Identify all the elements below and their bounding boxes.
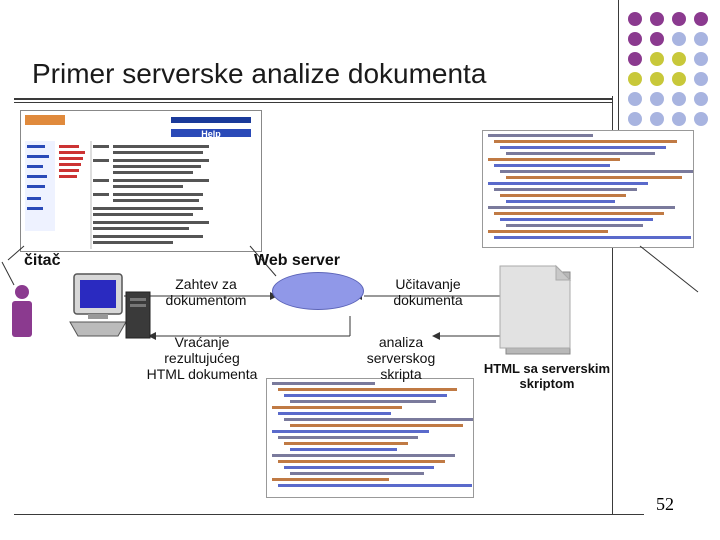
right-border bbox=[612, 96, 613, 514]
decorative-dot bbox=[650, 12, 664, 26]
decorative-dot bbox=[650, 72, 664, 86]
load-label: Učitavanje dokumenta bbox=[393, 276, 463, 309]
code-line bbox=[500, 194, 626, 197]
decorative-dot bbox=[694, 52, 708, 66]
code-line bbox=[272, 454, 456, 457]
code-line bbox=[290, 424, 464, 427]
decorative-dot bbox=[694, 112, 708, 126]
code-line bbox=[506, 200, 616, 203]
html-source-top bbox=[482, 130, 694, 248]
code-line bbox=[278, 484, 472, 487]
decorative-dot bbox=[628, 12, 642, 26]
decorative-dot bbox=[672, 72, 686, 86]
browser-content: Help bbox=[21, 111, 261, 251]
document-icon bbox=[499, 264, 572, 355]
code-line bbox=[278, 436, 419, 439]
code-line bbox=[494, 140, 677, 143]
code-line bbox=[494, 212, 665, 215]
computer-icon bbox=[69, 273, 151, 339]
decorative-dot bbox=[694, 92, 708, 106]
site-logo-icon bbox=[25, 115, 65, 125]
decorative-dot bbox=[672, 92, 686, 106]
code-line bbox=[284, 466, 435, 469]
right-border-top bbox=[618, 0, 619, 130]
code-line bbox=[500, 218, 654, 221]
code-line bbox=[290, 448, 398, 451]
decorative-dot bbox=[650, 52, 664, 66]
decorative-dot bbox=[672, 52, 686, 66]
code-line bbox=[272, 382, 375, 385]
code-line bbox=[488, 134, 593, 137]
decorative-dot bbox=[628, 92, 642, 106]
decorative-dot bbox=[672, 112, 686, 126]
code-line bbox=[284, 442, 408, 445]
code-line bbox=[488, 182, 648, 185]
code-line bbox=[500, 146, 666, 149]
code-line bbox=[494, 236, 692, 239]
code-line bbox=[500, 170, 693, 173]
code-line bbox=[278, 460, 445, 463]
code-line bbox=[506, 224, 643, 227]
code-line bbox=[278, 412, 392, 415]
code-line bbox=[290, 400, 437, 403]
server-label: Web server bbox=[254, 252, 340, 269]
code-line bbox=[506, 152, 656, 155]
page-number: 52 bbox=[656, 494, 674, 514]
html-script-label: HTML sa serverskim skriptom bbox=[483, 361, 611, 391]
svg-text:Help: Help bbox=[201, 129, 221, 139]
response-label: Vraćanje rezultujućeg HTML dokumenta bbox=[146, 334, 258, 383]
callout-line-right bbox=[249, 245, 277, 277]
code-line bbox=[494, 164, 610, 167]
parse-label: analiza serverskog skripta bbox=[366, 334, 436, 383]
code-line bbox=[284, 418, 473, 421]
title-underline-thin bbox=[14, 102, 612, 103]
code-line bbox=[272, 478, 390, 481]
code-line bbox=[272, 430, 429, 433]
decorative-dot-grid bbox=[612, 8, 716, 132]
bottom-line bbox=[14, 514, 644, 515]
response-arrowhead bbox=[148, 332, 156, 340]
html-source-bottom bbox=[266, 378, 474, 498]
parse-arrowhead bbox=[432, 332, 440, 340]
title-underline bbox=[14, 98, 612, 100]
decorative-dot bbox=[628, 52, 642, 66]
decorative-dot bbox=[694, 72, 708, 86]
decorative-dot bbox=[650, 32, 664, 46]
code-line bbox=[494, 188, 637, 191]
code-line bbox=[284, 394, 447, 397]
code-line bbox=[272, 406, 402, 409]
decorative-dot bbox=[650, 92, 664, 106]
decorative-dot bbox=[628, 112, 642, 126]
person-icon bbox=[12, 285, 32, 337]
code-line bbox=[290, 472, 424, 475]
server-ellipse bbox=[272, 272, 364, 310]
callout-line-doc bbox=[639, 245, 699, 293]
decorative-dot bbox=[672, 12, 686, 26]
decorative-dot bbox=[628, 32, 642, 46]
decorative-dot bbox=[694, 12, 708, 26]
decorative-dot bbox=[672, 32, 686, 46]
code-line bbox=[278, 388, 458, 391]
decorative-dot bbox=[650, 112, 664, 126]
code-line bbox=[488, 230, 608, 233]
code-line bbox=[488, 158, 621, 161]
callout-line-left-2 bbox=[1, 261, 15, 286]
page-title: Primer serverske analize dokumenta bbox=[32, 58, 487, 89]
code-line bbox=[488, 206, 675, 209]
code-line bbox=[506, 176, 683, 179]
client-label: čitač bbox=[24, 252, 61, 269]
callout-line-left bbox=[7, 245, 25, 261]
decorative-dot bbox=[694, 32, 708, 46]
browser-window: Help bbox=[20, 110, 262, 252]
decorative-dot bbox=[628, 72, 642, 86]
request-label: Zahtev za dokumentom bbox=[165, 276, 247, 309]
